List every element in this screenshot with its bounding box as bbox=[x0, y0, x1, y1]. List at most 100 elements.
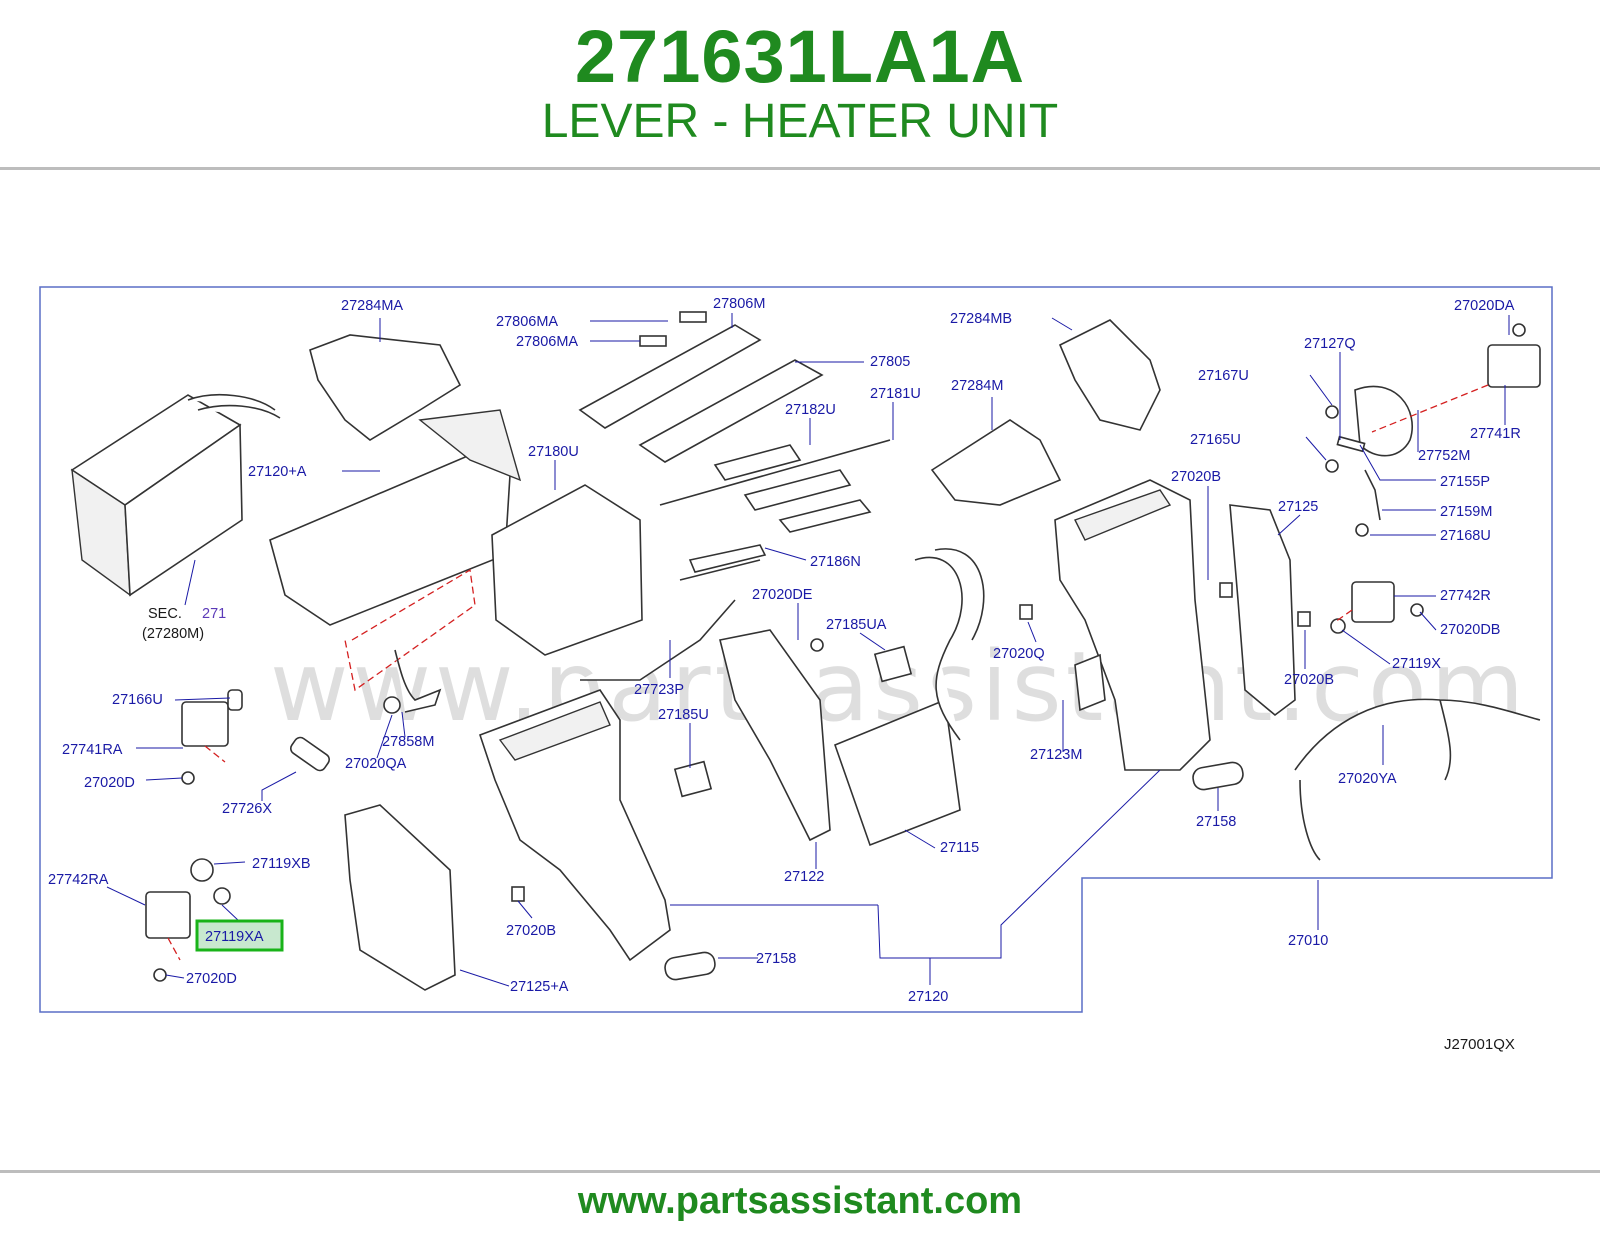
label-27806m: 27806M bbox=[713, 296, 765, 312]
grille-27185ua-part bbox=[873, 645, 913, 683]
actuator-27741r-part bbox=[1487, 344, 1541, 388]
label-27167u: 27167U bbox=[1198, 368, 1249, 384]
label-27165u: 27165U bbox=[1190, 432, 1241, 448]
label-27119xa[interactable]: 27119XA bbox=[205, 929, 264, 945]
sec-label: SEC. bbox=[148, 606, 182, 622]
gear-27119xa-part bbox=[213, 887, 231, 905]
lever-27155p-part bbox=[1336, 435, 1366, 453]
label-27858m: 27858M bbox=[382, 734, 434, 750]
label-27806ma-b: 27806MA bbox=[516, 334, 578, 350]
label-27020ya: 27020YA bbox=[1338, 771, 1397, 787]
label-27284ma: 27284MA bbox=[341, 298, 403, 314]
actuator-27742r-part bbox=[1351, 581, 1395, 623]
label-27125: 27125 bbox=[1278, 499, 1318, 515]
subassembly-dashed-outline bbox=[344, 568, 476, 692]
actuator-27742ra-part bbox=[145, 891, 191, 939]
label-27741r: 27741R bbox=[1470, 426, 1521, 442]
intake-grille-27180u-part bbox=[491, 484, 643, 656]
fastener-27020de-part bbox=[810, 638, 824, 652]
filter-27806m-part bbox=[578, 324, 762, 429]
label-27123m: 27123M bbox=[1030, 747, 1082, 763]
sec-number[interactable]: 271 bbox=[202, 606, 226, 622]
clip-27020b-c-part bbox=[511, 886, 525, 902]
duct-27284m-part bbox=[930, 419, 1062, 506]
evaporator-core-part bbox=[70, 394, 281, 597]
footer-divider bbox=[0, 1170, 1600, 1173]
sec-sub-label: (27280M) bbox=[142, 626, 204, 642]
label-27723p: 27723P bbox=[634, 682, 684, 698]
label-27020b-c: 27020B bbox=[506, 923, 556, 939]
actuator-27741ra-part bbox=[181, 701, 229, 747]
mount-line-27742r bbox=[1334, 609, 1353, 623]
gear-27119xb-part bbox=[190, 858, 214, 882]
label-27020de: 27020DE bbox=[752, 587, 813, 603]
rod-27159m-part bbox=[1364, 469, 1381, 521]
label-27742r: 27742R bbox=[1440, 588, 1491, 604]
door-linkage-part bbox=[659, 439, 891, 581]
label-27020db: 27020DB bbox=[1440, 622, 1500, 638]
grille-27185u-part bbox=[673, 760, 713, 798]
clip-27168u-part bbox=[1355, 523, 1369, 537]
label-27284m: 27284M bbox=[951, 378, 1003, 394]
label-27020b-a: 27020B bbox=[1171, 469, 1221, 485]
label-27805: 27805 bbox=[870, 354, 910, 370]
label-27120a: 27120+A bbox=[248, 464, 307, 480]
label-27806ma-a: 27806MA bbox=[496, 314, 558, 330]
label-27182u: 27182U bbox=[785, 402, 836, 418]
label-27125a: 27125+A bbox=[510, 979, 569, 995]
filter-27805-part bbox=[638, 359, 824, 463]
label-27726x: 27726X bbox=[222, 801, 272, 817]
part-number-title: 271631LA1A bbox=[574, 15, 1026, 98]
header: 271631LA1A LEVER - HEATER UNIT bbox=[0, 0, 1600, 170]
bolt-27020d-b-part bbox=[153, 968, 167, 982]
highlight-box-27119xa[interactable] bbox=[195, 919, 284, 952]
label-27010: 27010 bbox=[1288, 933, 1328, 949]
side-duct-27125-part bbox=[1229, 504, 1296, 717]
label-27159m: 27159M bbox=[1440, 504, 1492, 520]
right-case-27010-part bbox=[1054, 479, 1211, 771]
clip-27020q-part bbox=[1019, 604, 1033, 620]
label-27166u: 27166U bbox=[112, 692, 163, 708]
seal-27158-right-part bbox=[1192, 761, 1244, 791]
door-panel-27122-part bbox=[719, 629, 831, 842]
bolt-27020d-a-part bbox=[181, 771, 195, 785]
mount-line-27741r bbox=[1371, 384, 1489, 433]
mount-line-27742ra bbox=[167, 937, 181, 961]
label-27119xb: 27119XB bbox=[252, 856, 311, 872]
duct-27284mb-part bbox=[1058, 319, 1161, 431]
label-27020qa: 27020QA bbox=[345, 756, 407, 772]
exploded-parts-diagram: www.partsassistant.com bbox=[39, 286, 1553, 1053]
label-27020q: 27020Q bbox=[993, 646, 1045, 662]
bolt-27020da-part bbox=[1512, 323, 1526, 337]
seal-27806ma-b-part bbox=[639, 335, 667, 347]
label-27181u: 27181U bbox=[870, 386, 921, 402]
clamp-27020qa-part bbox=[383, 696, 401, 714]
part-name-subtitle: LEVER - HEATER UNIT bbox=[541, 95, 1059, 148]
label-27168u: 27168U bbox=[1440, 528, 1491, 544]
wire-harness-27020ya-part bbox=[1294, 698, 1541, 861]
label-27120: 27120 bbox=[908, 989, 948, 1005]
clip-27165u-part bbox=[1325, 459, 1339, 473]
label-27186n: 27186N bbox=[810, 554, 861, 570]
bracket-27123m-part bbox=[1074, 653, 1106, 712]
header-divider bbox=[0, 167, 1600, 170]
mount-line-27741ra bbox=[204, 745, 226, 763]
label-27158-b: 27158 bbox=[756, 951, 796, 967]
label-27020da: 27020DA bbox=[1454, 298, 1515, 314]
label-27741ra: 27741RA bbox=[62, 742, 123, 758]
label-27284mb: 27284MB bbox=[950, 311, 1012, 327]
clip-27020b-b-part bbox=[1297, 611, 1311, 627]
label-27752m: 27752M bbox=[1418, 448, 1470, 464]
assembly-frame bbox=[39, 286, 1553, 1013]
gear-27119x-part bbox=[1330, 618, 1346, 634]
label-27020b-b: 27020B bbox=[1284, 672, 1334, 688]
label-27020d-b: 27020D bbox=[186, 971, 237, 987]
sec-leader bbox=[184, 559, 196, 606]
clip-27020b-a-part bbox=[1219, 582, 1233, 598]
sensor-27726x-part bbox=[290, 736, 330, 772]
clip-27166u-part bbox=[227, 689, 243, 711]
lever-27752m-part bbox=[1354, 385, 1413, 457]
clip-27167u-part bbox=[1325, 405, 1339, 419]
footer-website-url[interactable]: www.partsassistant.com bbox=[577, 1180, 1023, 1222]
leader-lines bbox=[106, 313, 1510, 987]
